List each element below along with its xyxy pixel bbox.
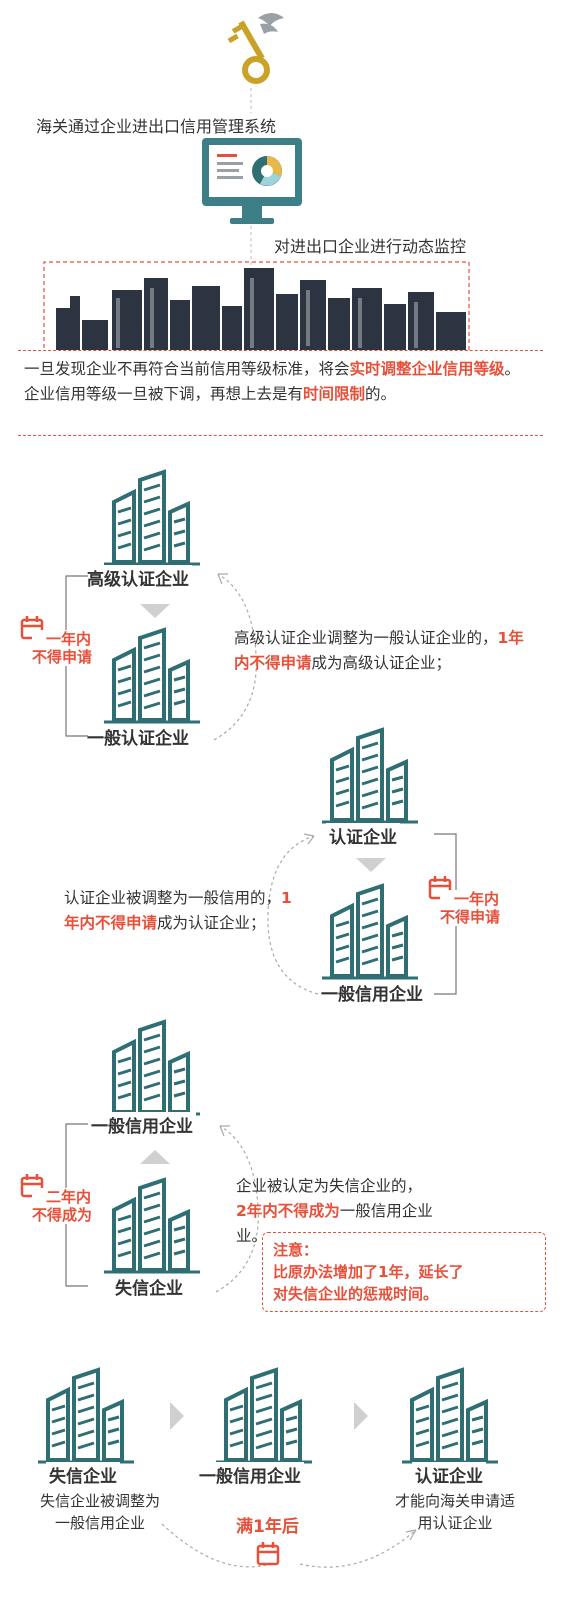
- building-icon: [102, 628, 202, 724]
- caption-line: 用认证企业: [417, 1514, 493, 1532]
- desc-text: 认证企业被调整为一般信用的，: [64, 889, 282, 907]
- section4-label-3: 认证企业: [412, 1462, 486, 1487]
- caption-line: 一般信用企业: [54, 1514, 145, 1532]
- building-icon: [102, 1020, 202, 1116]
- info-highlight: 时间限制: [303, 385, 366, 403]
- curved-arrow: [161, 1523, 417, 1568]
- desc-highlight: 1年内不得申请: [234, 629, 524, 672]
- building-icon: [320, 728, 420, 824]
- arrow-icon: [170, 1402, 184, 1430]
- key-icon: [227, 13, 284, 84]
- section2-desc: 认证企业被调整为一般信用的，1年内不得申请成为认证企业；: [64, 886, 294, 936]
- calendar-icon: [256, 1540, 280, 1566]
- curved-arrow: [267, 833, 319, 995]
- desc-highlight: 1年内不得申请: [64, 889, 292, 932]
- desc-text: 高级认证企业调整为一般认证企业的，: [234, 629, 498, 647]
- section4-badge: 满1年后: [232, 1512, 303, 1537]
- arrow-icon: [140, 604, 170, 618]
- section4-caption-1: 失信企业被调整为 一般信用企业: [20, 1490, 180, 1534]
- caption-line: 才能向海关申请适: [394, 1492, 515, 1510]
- section1-badge: 一年内 不得申请: [32, 630, 93, 666]
- badge-line: 二年内: [46, 1188, 92, 1206]
- info-text: 的。: [365, 385, 397, 403]
- curved-arrow: [215, 1125, 259, 1293]
- section1-bottom-label: 一般认证企业: [84, 724, 192, 749]
- desc-text: 成为高级认证企业；: [311, 654, 452, 672]
- section4-label-1: 失信企业: [46, 1462, 120, 1487]
- connector-line: [250, 226, 252, 266]
- note-title: 注意：: [273, 1241, 319, 1259]
- city-skyline: [56, 268, 466, 360]
- badge-line: 一年内: [454, 890, 500, 908]
- badge-line: 不得申请: [32, 648, 93, 666]
- desc-highlight: 2年内不得成为: [236, 1202, 340, 1220]
- building-icon: [36, 1368, 136, 1464]
- note-box: 注意： 比原办法增加了1年，延长了 对失信企业的惩戒时间。: [262, 1232, 546, 1312]
- badge-line: 一年内: [46, 630, 92, 648]
- section1-desc: 高级认证企业调整为一般认证企业的，1年内不得申请成为高级认证企业；: [234, 626, 534, 676]
- connector-line: [250, 88, 252, 113]
- desc-text: 成为认证企业；: [157, 914, 266, 932]
- intro-line-1: 海关通过企业进出口信用管理系统: [36, 117, 277, 136]
- desc-text: 业。: [236, 1227, 268, 1245]
- section3-bottom-label: 失信企业: [112, 1274, 186, 1299]
- section3-badge: 二年内 不得成为: [32, 1188, 93, 1224]
- building-icon: [102, 1178, 202, 1274]
- section2-bottom-label: 一般信用企业: [318, 980, 426, 1005]
- section3-top-label: 一般信用企业: [88, 1112, 196, 1137]
- curved-arrow: [213, 573, 257, 741]
- arrow-icon: [356, 858, 386, 872]
- caption-line: 失信企业被调整为: [39, 1492, 160, 1510]
- info-frame: [43, 261, 470, 362]
- section1-top-label: 高级认证企业: [84, 565, 192, 590]
- section3-desc: 企业被认定为失信企业的， 2年内不得成为一般信用企业 业。: [236, 1174, 536, 1249]
- arrow-icon: [140, 1150, 170, 1164]
- note-line: 比原办法增加了1年，延长了: [273, 1263, 464, 1281]
- note-line: 对失信企业的惩戒时间。: [273, 1285, 439, 1303]
- intro-line-2: 对进出口企业进行动态监控: [274, 237, 467, 256]
- section4-caption-3: 才能向海关申请适 用认证企业: [370, 1490, 540, 1534]
- info-highlight: 实时调整企业信用等级: [349, 360, 505, 378]
- building-icon: [102, 470, 202, 566]
- section2-top-label: 认证企业: [326, 823, 400, 848]
- arrow-icon: [354, 1402, 368, 1430]
- info-text: 。: [504, 360, 521, 378]
- building-icon: [214, 1368, 314, 1464]
- section2-badge: 一年内 不得申请: [440, 890, 501, 926]
- desc-text: 一般信用企业: [339, 1202, 433, 1220]
- desc-text: 企业被认定为失信企业的，: [236, 1177, 423, 1195]
- badge-line: 不得申请: [440, 908, 501, 926]
- section4-label-2: 一般信用企业: [196, 1462, 304, 1487]
- info-text: 一旦发现企业不再符合当前信用等级标准，将会: [24, 360, 350, 378]
- building-icon: [400, 1368, 500, 1464]
- building-icon: [320, 884, 420, 980]
- info-text: 企业信用等级一旦被下调，再想上去是有: [24, 385, 304, 403]
- info-box: 一旦发现企业不再符合当前信用等级标准，将会实时调整企业信用等级。 企业信用等级一…: [18, 350, 543, 436]
- monitor-icon: [202, 138, 302, 224]
- badge-line: 不得成为: [32, 1206, 93, 1224]
